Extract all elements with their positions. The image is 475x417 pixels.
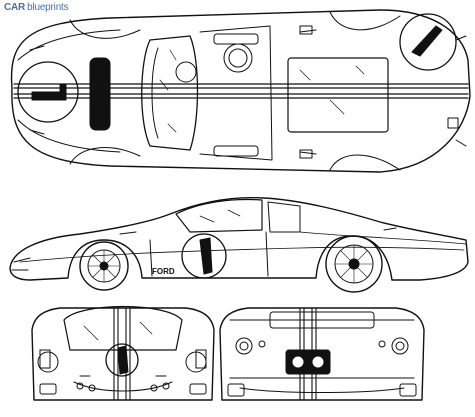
top-view [10, 9, 471, 173]
top-roundel-rear [399, 13, 457, 71]
side-rear-wheel [325, 235, 383, 293]
side-body-outline [9, 196, 469, 281]
front-view [31, 305, 215, 401]
front-body-outline [31, 307, 215, 401]
side-front-wheel [79, 241, 129, 291]
watermark-logo: CAR blueprints [4, 2, 69, 13]
side-view: 1 FORD [9, 196, 469, 293]
top-roundel-front [17, 61, 79, 123]
top-body-outline [10, 9, 471, 173]
top-engine-window [287, 57, 389, 133]
rear-body-outline [219, 307, 425, 401]
front-roundel [105, 343, 139, 377]
watermark-brand: CAR [4, 2, 26, 13]
side-badge-text: FORD [152, 267, 175, 276]
side-roundel [181, 233, 227, 279]
rear-view [219, 307, 425, 401]
watermark-suffix: blueprints [27, 2, 69, 13]
top-canopy [141, 35, 199, 151]
